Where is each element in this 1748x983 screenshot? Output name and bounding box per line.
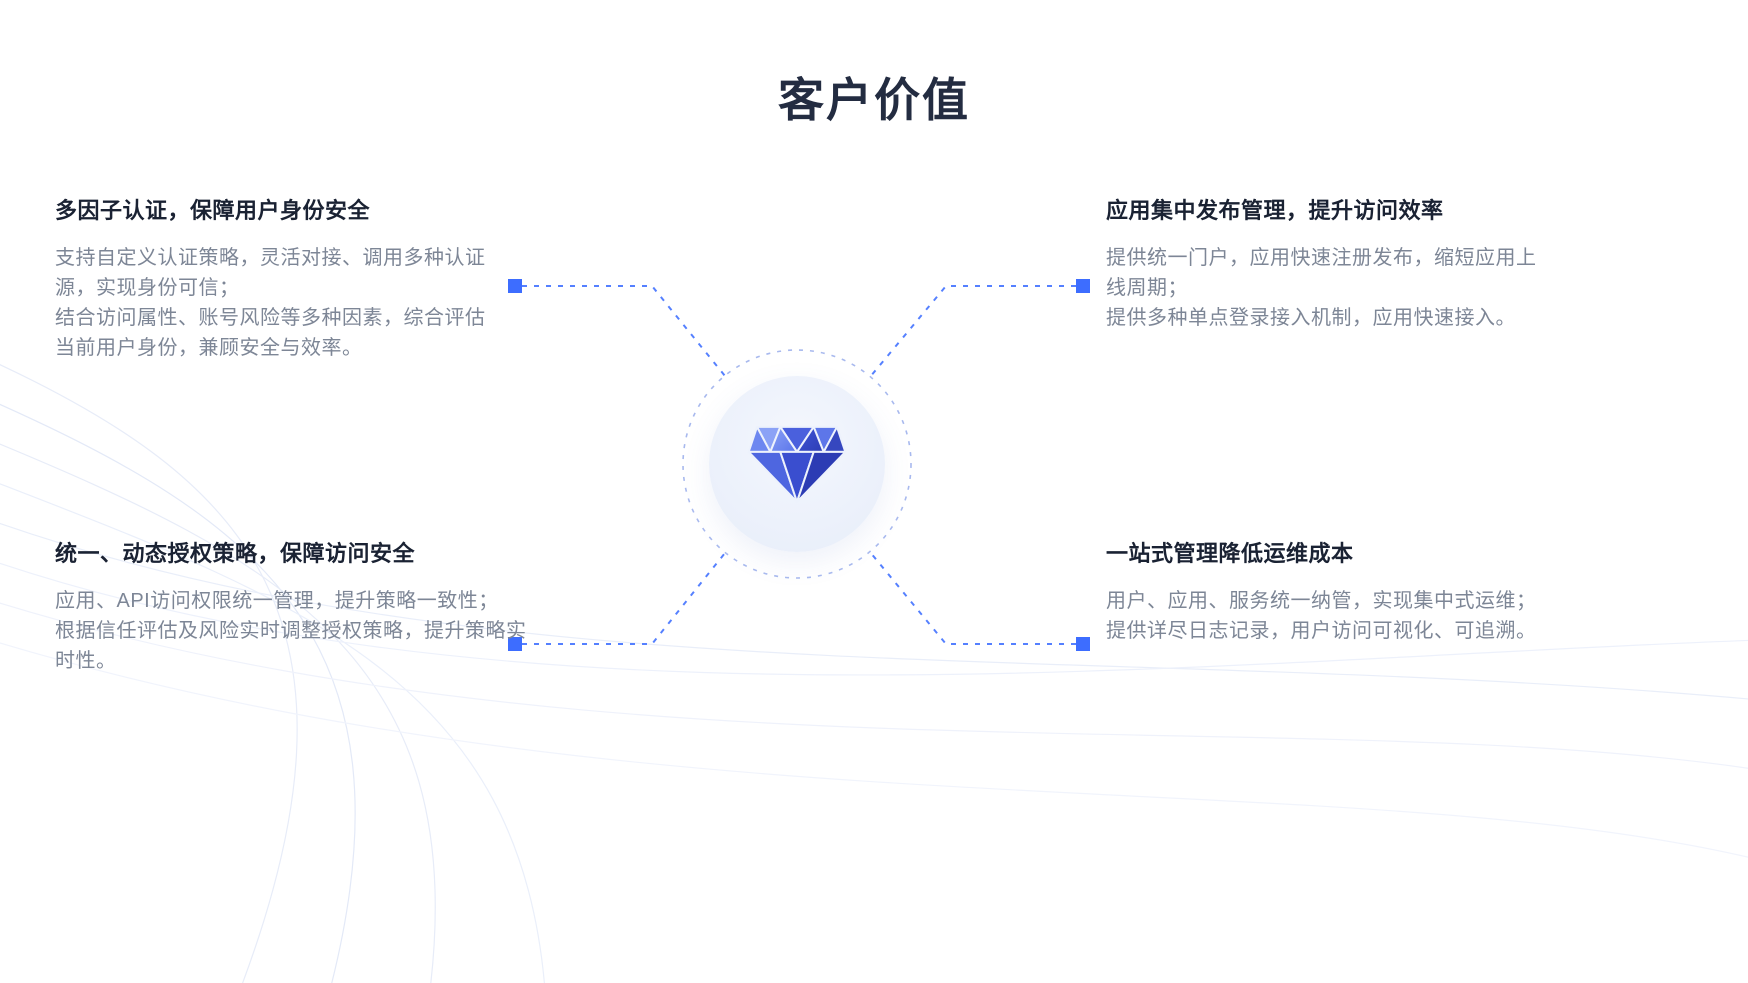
- value-card-ops-cost-heading: 一站式管理降低运维成本: [1106, 541, 1354, 566]
- value-card-authorization: 统一、动态授权策略，保障访问安全 应用、API访问权限统一管理，提升策略一致性；…: [55, 536, 533, 676]
- value-card-mfa-body: 支持自定义认证策略，灵活对接、调用多种认证源，实现身份可信； 结合访问属性、账号…: [55, 247, 486, 359]
- value-card-authorization-body: 应用、API访问权限统一管理，提升策略一致性； 根据信任评估及风险实时调整授权策…: [55, 590, 527, 672]
- connector-top-left: [522, 285, 726, 377]
- diamond-icon: [747, 425, 847, 503]
- page-title: 客户价值: [778, 74, 970, 126]
- node-square-bottom-right: [1076, 637, 1090, 651]
- value-card-app-publishing-body: 提供统一门户，应用快速注册发布，缩短应用上线周期； 提供多种单点登录接入机制，应…: [1106, 247, 1537, 329]
- node-square-top-right: [1076, 279, 1090, 293]
- value-card-authorization-heading: 统一、动态授权策略，保障访问安全: [55, 541, 416, 566]
- value-card-app-publishing: 应用集中发布管理，提升访问效率 提供统一门户，应用快速注册发布，缩短应用上线周期…: [1106, 193, 1551, 333]
- value-card-app-publishing-heading: 应用集中发布管理，提升访问效率: [1106, 198, 1444, 223]
- value-card-ops-cost: 一站式管理降低运维成本 用户、应用、服务统一纳管，实现集中式运维； 提供详尽日志…: [1106, 536, 1568, 646]
- value-card-ops-cost-body: 用户、应用、服务统一纳管，实现集中式运维； 提供详尽日志记录，用户访问可视化、可…: [1106, 590, 1537, 642]
- connector-top-right: [869, 285, 1076, 378]
- connector-bottom-left: [522, 552, 726, 645]
- connector-bottom-right: [869, 551, 1076, 645]
- value-card-mfa: 多因子认证，保障用户身份安全 支持自定义认证策略，灵活对接、调用多种认证源，实现…: [55, 193, 505, 363]
- node-square-top-left: [508, 279, 522, 293]
- value-card-mfa-heading: 多因子认证，保障用户身份安全: [55, 198, 371, 223]
- center-hub-circle: [709, 376, 885, 552]
